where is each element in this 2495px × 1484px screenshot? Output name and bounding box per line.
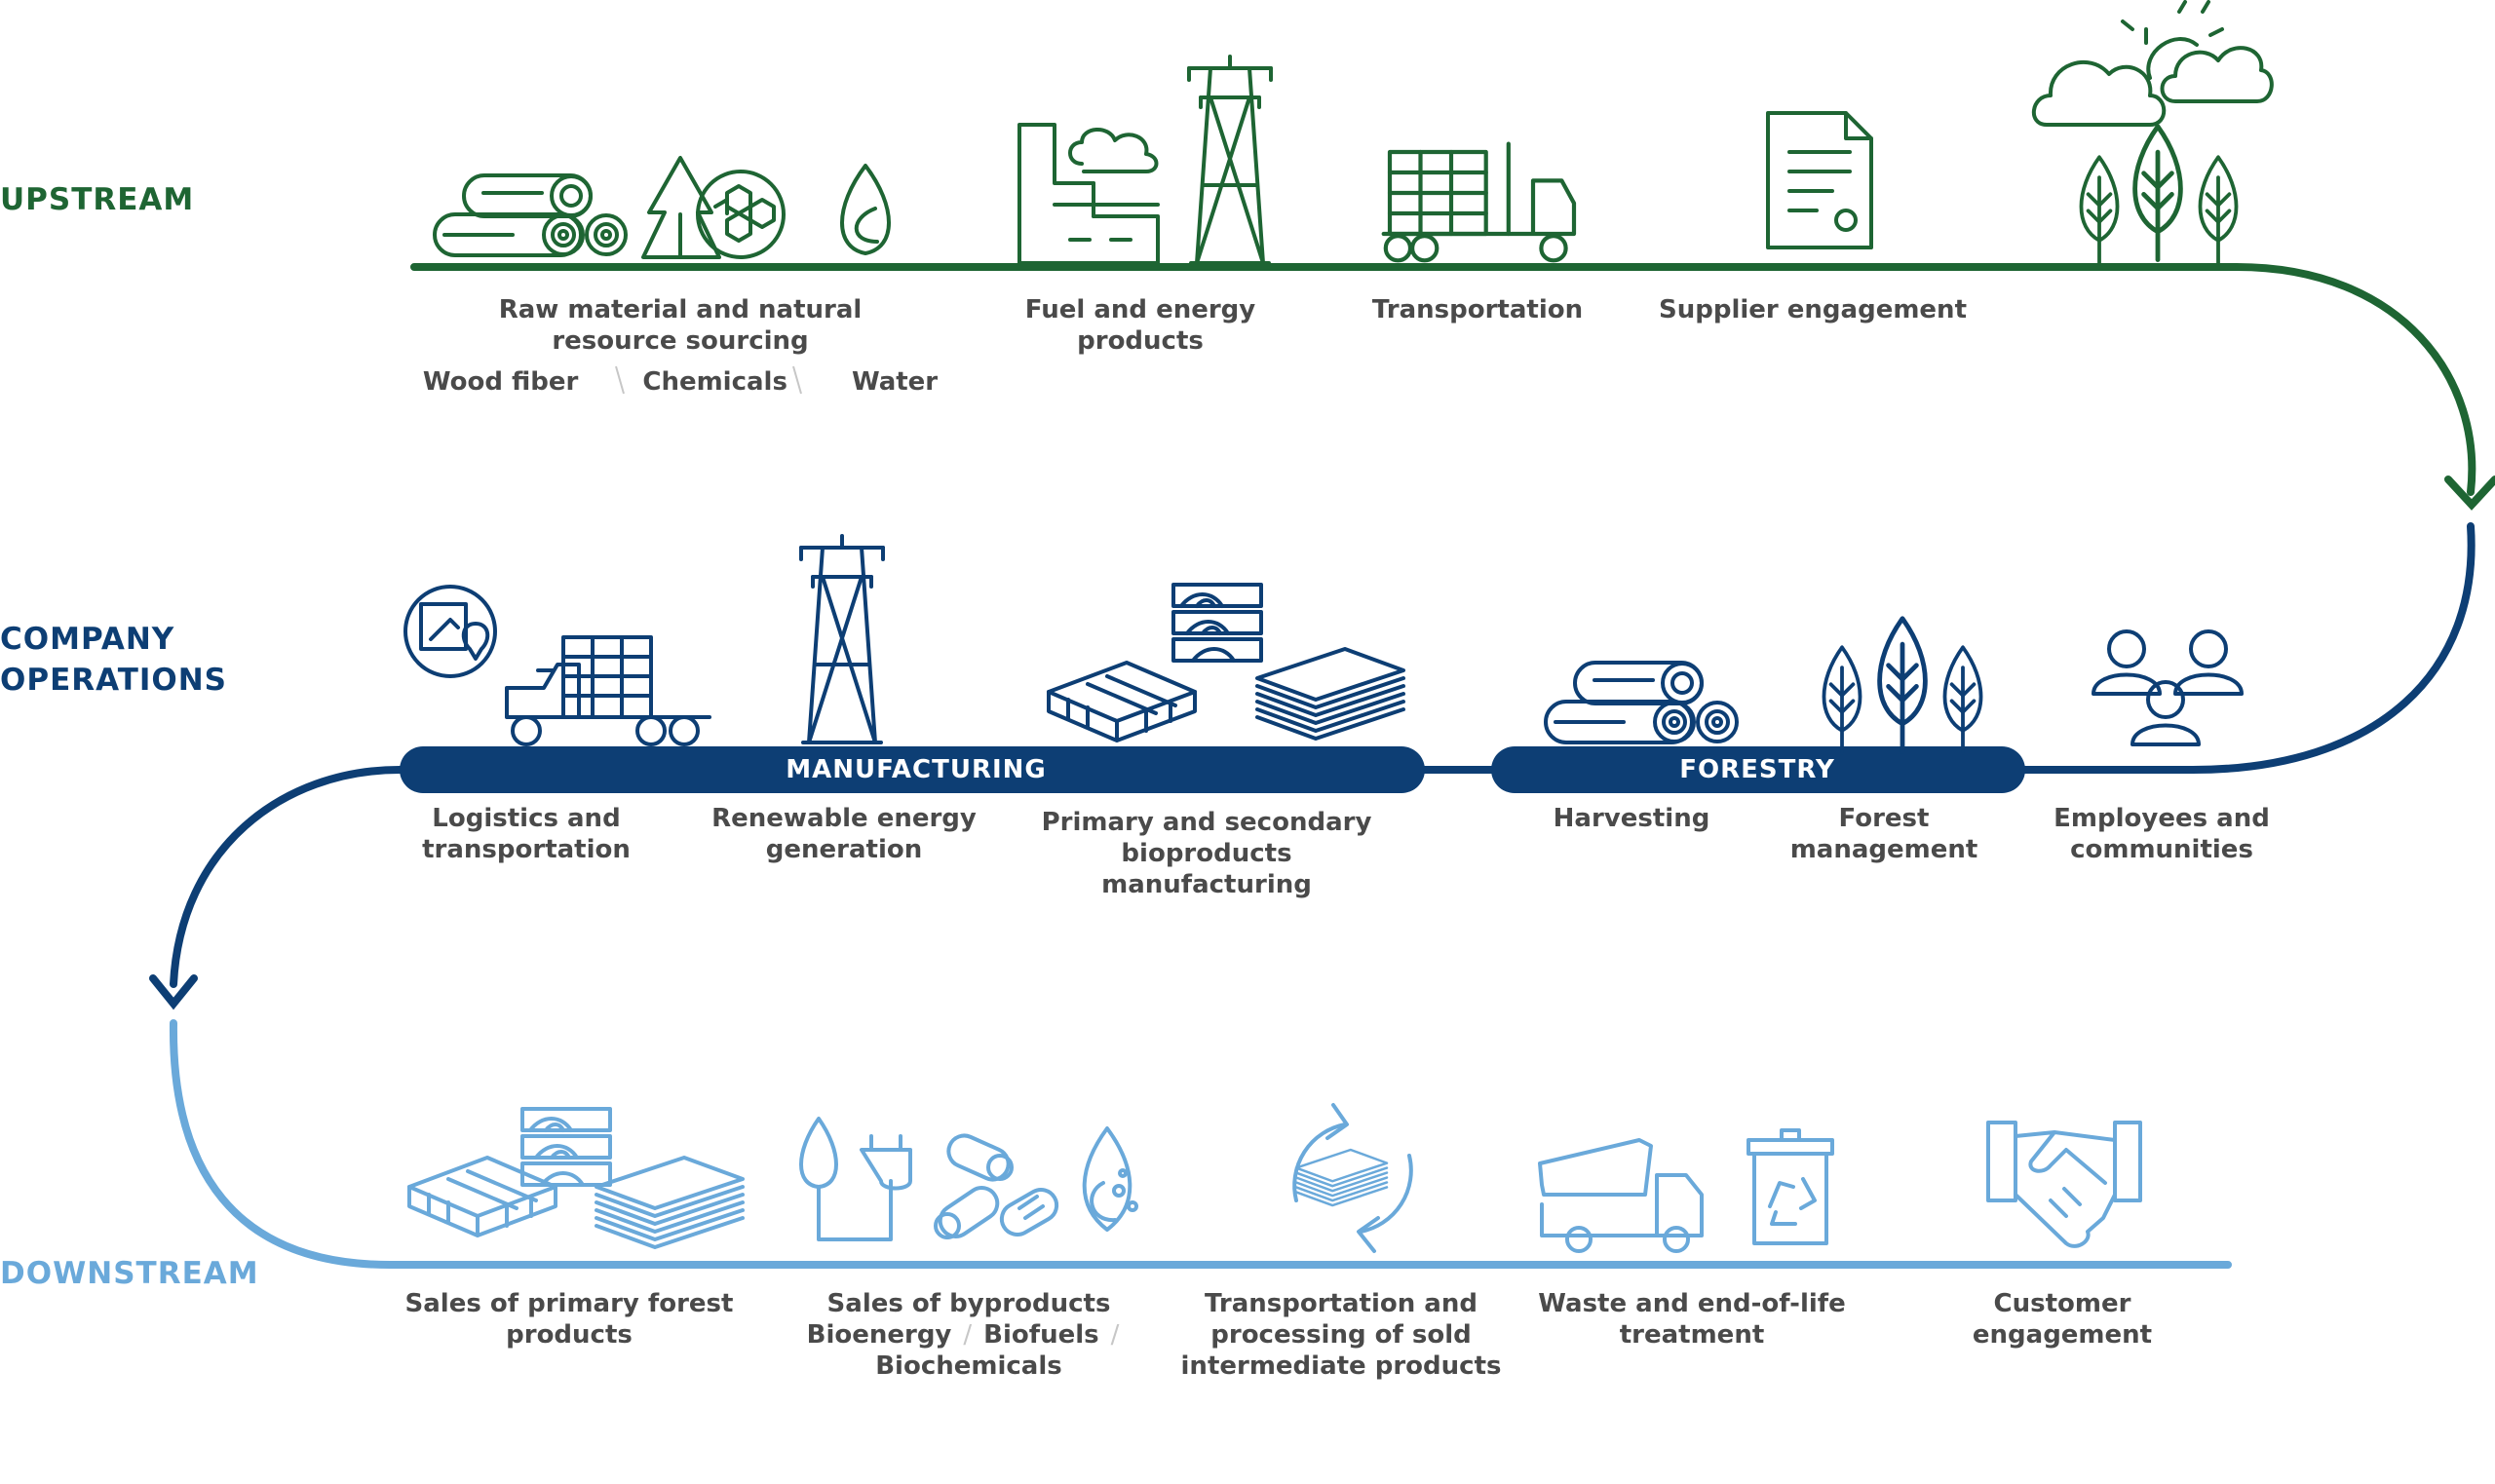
caption-line: Customer (1993, 1289, 2131, 1318)
logistics-caption: Logistics and transportation (422, 803, 631, 865)
water-drop-icon (1082, 1126, 1138, 1232)
pallet-icon (407, 1156, 557, 1237)
upstream-flow-line (410, 263, 2476, 496)
caption-line: generation (765, 835, 923, 864)
operations-section-label: COMPANY OPERATIONS (0, 619, 227, 701)
factory-icon (1017, 123, 1160, 265)
caption-line: Forest (1838, 804, 1930, 833)
waste-caption: Waste and end-of-life treatment (1538, 1288, 1845, 1351)
caption-line: management (1789, 835, 1978, 864)
caption-line: Fuel and energy (1024, 295, 1256, 324)
recycle-bin-icon (1746, 1128, 1834, 1245)
caption-line: manufacturing (1101, 870, 1312, 899)
primary-sales-caption: Sales of primary forest products (405, 1288, 734, 1351)
lumber-stack-icon (1171, 583, 1263, 663)
document-icon (1766, 111, 1873, 249)
dump-truck-icon (1538, 1138, 1704, 1253)
logs-icon (433, 173, 628, 257)
pellets-icon (934, 1133, 1059, 1239)
caption-line: Sales of byproducts (826, 1289, 1111, 1318)
caption-line: Employees and (2054, 804, 2270, 833)
renewable-energy-caption: Renewable energy generation (711, 803, 977, 865)
caption-line: Waste and end-of-life (1538, 1289, 1846, 1318)
power-tower-icon (1187, 55, 1273, 265)
transportation-caption: Transportation (1372, 294, 1583, 325)
handshake-icon (1986, 1121, 2142, 1248)
operations-section-label-line2: OPERATIONS (0, 663, 228, 698)
operations-arrow-head (149, 974, 198, 1010)
logging-truck-icon (505, 635, 711, 746)
caption-line: treatment (1619, 1320, 1765, 1350)
forest-management-caption: Forest management (1790, 803, 1978, 865)
caption-line: Harvesting (1553, 804, 1710, 833)
drop-plug-icon (799, 1117, 912, 1241)
recycle-arrows-icon (1292, 1103, 1413, 1253)
upstream-section-label: UPSTREAM (0, 182, 195, 217)
supplier-engagement-caption: Supplier engagement (1659, 294, 1967, 325)
operations-flow-line (170, 522, 2476, 988)
bioproducts-caption: Primary and secondary bioproducts manufa… (1042, 807, 1372, 900)
manufacturing-pill-label: MANUFACTURING (786, 755, 1047, 784)
sun-clouds-icon (2031, 0, 2274, 127)
caption-line: communities (2070, 835, 2253, 864)
caption-line: Transportation (1371, 295, 1584, 324)
caption-line: bioproducts (1121, 839, 1292, 868)
slash-separator: / (1110, 1320, 1120, 1350)
map-pin-icon (403, 585, 497, 678)
caption-line: intermediate products (1180, 1351, 1502, 1381)
harvesting-caption: Harvesting (1554, 803, 1710, 834)
sub-item-chemicals: Chemicals (642, 367, 787, 397)
pallet-icon (1047, 661, 1197, 742)
sub-item-bioenergy: Bioenergy (806, 1320, 952, 1350)
trees-icon (2079, 127, 2239, 265)
caption-line: Sales of primary forest (404, 1289, 734, 1318)
intermediate-products-caption: Transportation and processing of sold in… (1181, 1288, 1502, 1382)
caption-line: engagement (1972, 1320, 2153, 1350)
employees-caption: Employees and communities (2054, 803, 2270, 865)
raw-material-sublist: Wood fiber Chemicals Water (423, 366, 938, 398)
byproducts-caption: Sales of byproducts Bioenergy/Biofuels/ … (807, 1288, 1132, 1382)
caption-line: Renewable energy (711, 804, 977, 833)
manufacturing-pill (400, 746, 1425, 793)
raw-material-caption: Raw material and natural resource sourci… (499, 294, 863, 357)
caption-line: Raw material and natural (498, 295, 863, 324)
trees-icon (1822, 619, 1983, 755)
paper-stack-icon (1255, 647, 1405, 741)
caption-line: Logistics and (432, 804, 621, 833)
caption-line: transportation (422, 835, 631, 864)
slash-separator: / (963, 1320, 973, 1350)
customer-engagement-caption: Customer engagement (1973, 1288, 2152, 1351)
power-tower-icon (799, 534, 885, 744)
downstream-section-label: DOWNSTREAM (0, 1256, 259, 1291)
sub-item-water: Water (851, 367, 939, 397)
logs-icon (1544, 661, 1739, 744)
caption-line: Transportation and (1205, 1289, 1478, 1318)
water-drop-icon (840, 164, 891, 255)
paper-stack-icon (595, 1156, 745, 1249)
byproducts-sub-line: Bioenergy / Biofuels / (807, 1319, 1132, 1351)
sub-item-biochemicals: Biochemicals (875, 1351, 1062, 1381)
logging-truck-icon (1381, 141, 1577, 263)
forestry-pill (1491, 746, 2025, 793)
caption-line: processing of sold (1210, 1320, 1472, 1350)
caption-line: resource sourcing (552, 326, 809, 356)
caption-line: products (506, 1320, 633, 1350)
people-icon (2092, 629, 2244, 746)
caption-line: Supplier engagement (1659, 295, 1967, 324)
downstream-flow-line (169, 1019, 2232, 1269)
slash-separators (615, 365, 802, 395)
forestry-pill-label: FORESTRY (1679, 755, 1835, 784)
operations-section-label-line1: COMPANY (0, 622, 175, 657)
sub-item-wood-fiber: Wood fiber (422, 367, 579, 397)
sub-item-biofuels: Biofuels (983, 1320, 1099, 1350)
caption-line: products (1077, 326, 1204, 356)
fuel-energy-caption: Fuel and energy products (1025, 294, 1255, 357)
upstream-arrow-head (2444, 476, 2495, 511)
tree-molecule-icon (641, 156, 786, 259)
caption-line: Primary and secondary (1041, 808, 1372, 837)
lumber-stack-icon (520, 1107, 612, 1187)
